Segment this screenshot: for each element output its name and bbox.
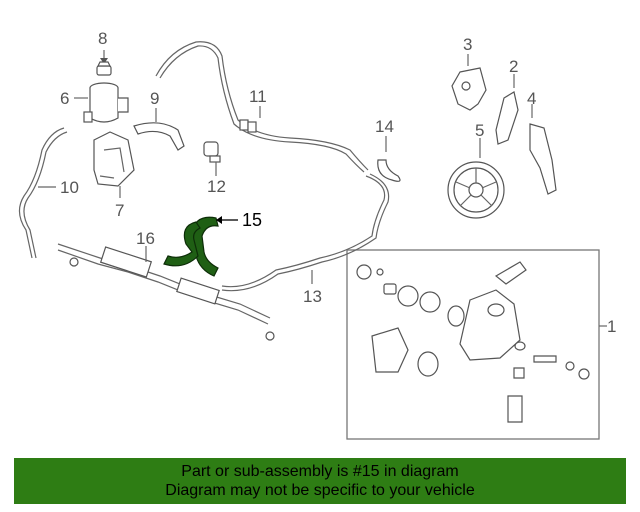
callout-16: 16	[136, 229, 155, 248]
callout-11: 11	[249, 87, 267, 106]
callout-3: 3	[463, 35, 472, 54]
part-16-steering-rack[interactable]	[57, 243, 275, 341]
callout-5: 5	[475, 121, 484, 140]
callout-15-highlighted: 15	[242, 210, 262, 230]
part-6-reservoir[interactable]	[74, 82, 129, 123]
part-13-return-line[interactable]	[221, 173, 390, 292]
part-7-bracket[interactable]	[93, 131, 135, 198]
callout-4: 4	[527, 89, 536, 108]
part-14-hose[interactable]	[377, 136, 401, 182]
callout-12: 12	[207, 177, 226, 196]
part-1-pump-assembly[interactable]	[356, 261, 590, 423]
part-4-bracket[interactable]	[529, 104, 557, 195]
part-12-sensor[interactable]	[203, 141, 221, 176]
part-8-cap[interactable]	[96, 50, 112, 76]
part-11-pressure-hose[interactable]	[155, 41, 369, 173]
part-15-hose-highlighted[interactable]	[163, 216, 238, 277]
callout-2: 2	[509, 57, 518, 76]
callout-6: 6	[60, 89, 69, 108]
info-banner: Part or sub-assembly is #15 in diagram D…	[14, 458, 626, 504]
callout-1: 1	[607, 317, 616, 336]
callout-7: 7	[115, 201, 124, 220]
part-2-bracket[interactable]	[495, 74, 519, 145]
callout-14: 14	[375, 117, 394, 136]
part-10-return-hose[interactable]	[18, 127, 68, 259]
callout-8: 8	[98, 29, 107, 48]
pump-assembly-inset-box	[346, 249, 600, 440]
banner-line-1: Part or sub-assembly is #15 in diagram	[181, 463, 459, 480]
part-5-pulley[interactable]	[447, 138, 505, 219]
callout-9: 9	[150, 89, 159, 108]
part-3-bracket[interactable]	[451, 54, 487, 111]
callout-13: 13	[303, 287, 322, 306]
banner-line-2: Diagram may not be specific to your vehi…	[165, 482, 475, 499]
part-9-hose[interactable]	[133, 108, 185, 151]
callout-10: 10	[60, 178, 79, 197]
